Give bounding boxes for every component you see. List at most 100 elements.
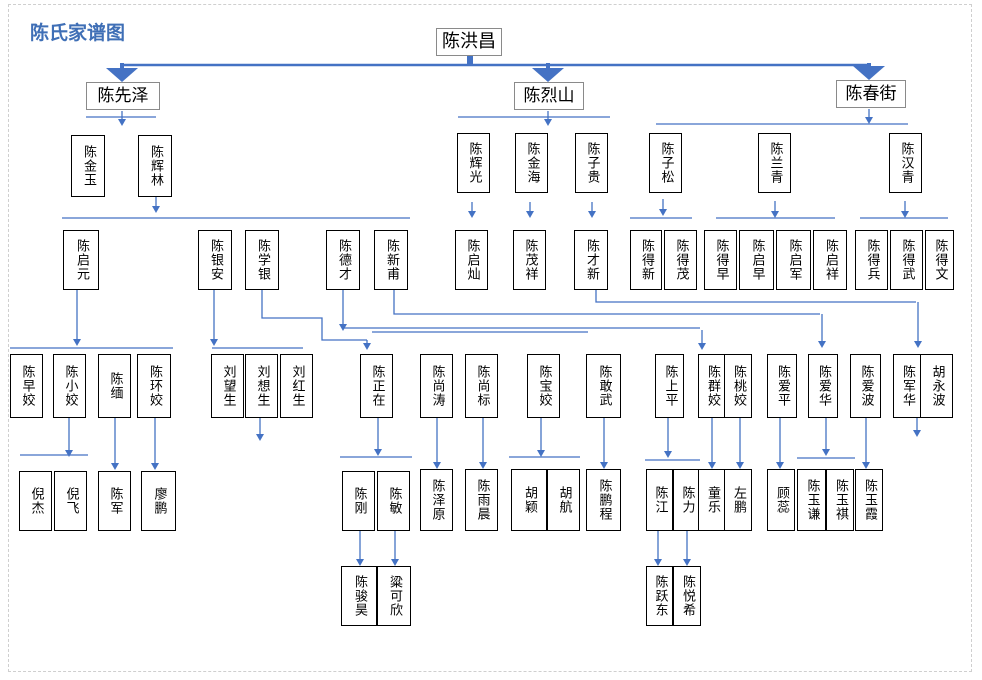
arrowhead xyxy=(600,462,608,469)
person-lieshan[interactable]: 陈烈山 xyxy=(514,82,584,110)
person-huiguang[interactable]: 陈辉光 xyxy=(457,133,490,193)
person-huanjiao[interactable]: 陈环姣 xyxy=(137,354,171,418)
arrowhead xyxy=(862,462,870,469)
person-tongle[interactable]: 童乐 xyxy=(698,469,726,531)
arrowhead xyxy=(391,559,399,566)
arrowhead xyxy=(913,430,921,437)
arrowhead xyxy=(111,463,119,470)
person-zisong[interactable]: 陈子松 xyxy=(649,133,682,193)
person-hongchang[interactable]: 陈洪昌 xyxy=(436,28,502,56)
connector-line xyxy=(393,290,820,315)
person-huhang[interactable]: 胡航 xyxy=(547,469,580,531)
person-huilin[interactable]: 陈辉林 xyxy=(138,135,172,197)
person-debing[interactable]: 陈得兵 xyxy=(855,230,888,290)
person-qican[interactable]: 陈启灿 xyxy=(455,230,488,290)
person-dewen[interactable]: 陈得文 xyxy=(925,230,954,290)
arrowhead xyxy=(73,339,81,346)
person-junhua[interactable]: 陈军华 xyxy=(893,354,921,418)
person-maoxiang[interactable]: 陈茂祥 xyxy=(513,230,546,290)
person-huyongbo[interactable]: 胡永波 xyxy=(920,354,953,418)
arrowhead xyxy=(374,449,382,456)
big-arrowhead xyxy=(106,68,138,82)
person-mian[interactable]: 陈缅 xyxy=(98,354,131,418)
arrowhead xyxy=(914,341,922,348)
person-liangkexin[interactable]: 粱可欣 xyxy=(377,566,411,626)
big-arrowhead xyxy=(532,68,564,82)
person-liaopeng[interactable]: 廖鹏 xyxy=(141,471,176,531)
person-qijun[interactable]: 陈启军 xyxy=(776,230,811,290)
person-yuxia[interactable]: 陈玉霞 xyxy=(855,469,883,531)
person-gang[interactable]: 陈刚 xyxy=(342,471,375,531)
person-guruo[interactable]: 顾蕊 xyxy=(767,469,795,531)
person-chunjie[interactable]: 陈春街 xyxy=(836,80,906,108)
person-baojiao[interactable]: 陈宝姣 xyxy=(527,354,560,418)
person-shangbiao[interactable]: 陈尚标 xyxy=(465,354,498,418)
person-huying[interactable]: 胡颖 xyxy=(511,469,547,531)
person-zuopeng[interactable]: 左鹏 xyxy=(724,469,752,531)
person-aiping[interactable]: 陈爱平 xyxy=(767,354,797,418)
arrowhead xyxy=(479,462,487,469)
person-qizao[interactable]: 陈启早 xyxy=(739,230,774,290)
person-dexin[interactable]: 陈得新 xyxy=(630,230,662,290)
arrowhead xyxy=(152,206,160,213)
arrowhead xyxy=(776,462,784,469)
person-xianze[interactable]: 陈先泽 xyxy=(86,82,160,110)
person-aihua[interactable]: 陈爱华 xyxy=(808,354,838,418)
person-yuexi[interactable]: 陈悦希 xyxy=(673,566,701,626)
arrowhead xyxy=(356,559,364,566)
person-liuxiangsheng[interactable]: 刘想生 xyxy=(245,354,278,418)
person-nifei[interactable]: 倪飞 xyxy=(54,471,87,531)
person-liuhongsheng[interactable]: 刘红生 xyxy=(280,354,313,418)
person-ganwu[interactable]: 陈敢武 xyxy=(586,354,621,418)
arrowhead xyxy=(544,119,552,126)
arrowhead xyxy=(822,449,830,456)
arrowhead xyxy=(588,211,596,218)
person-shangping[interactable]: 陈上平 xyxy=(655,354,684,418)
person-lanqing[interactable]: 陈兰青 xyxy=(758,133,791,193)
connector-line xyxy=(595,290,916,303)
person-xueyin[interactable]: 陈学银 xyxy=(245,230,279,290)
person-xiaojiao[interactable]: 陈小姣 xyxy=(53,354,86,418)
person-zaojiao[interactable]: 陈早姣 xyxy=(10,354,43,418)
person-jinhai[interactable]: 陈金海 xyxy=(515,133,548,193)
person-dewu[interactable]: 陈得武 xyxy=(890,230,923,290)
person-shangtao[interactable]: 陈尚涛 xyxy=(420,354,453,418)
person-xinfu[interactable]: 陈新甫 xyxy=(374,230,408,290)
arrowhead xyxy=(363,343,371,350)
person-junhao[interactable]: 陈骏昊 xyxy=(341,566,377,626)
person-nijie[interactable]: 倪杰 xyxy=(19,471,52,531)
person-dezao[interactable]: 陈得早 xyxy=(704,230,737,290)
big-arrowhead xyxy=(853,66,885,80)
person-qixiang[interactable]: 陈启祥 xyxy=(813,230,847,290)
person-yuedong[interactable]: 陈跃东 xyxy=(646,566,673,626)
arrowhead xyxy=(818,341,826,348)
person-yuchen[interactable]: 陈雨晨 xyxy=(465,469,498,531)
person-zeyuan[interactable]: 陈泽原 xyxy=(420,469,453,531)
person-jiang[interactable]: 陈江 xyxy=(646,469,673,531)
arrowhead xyxy=(210,339,218,346)
person-taojiao[interactable]: 陈桃姣 xyxy=(724,354,752,418)
person-jinyu[interactable]: 陈金玉 xyxy=(71,135,105,197)
person-caixin[interactable]: 陈才新 xyxy=(574,230,608,290)
person-qiyuan[interactable]: 陈启元 xyxy=(63,230,99,290)
person-qunjiao[interactable]: 陈群姣 xyxy=(698,354,726,418)
person-jun[interactable]: 陈军 xyxy=(98,471,131,531)
person-zigui[interactable]: 陈子贵 xyxy=(575,133,608,193)
person-yuqian[interactable]: 陈玉谦 xyxy=(797,469,826,531)
arrowhead xyxy=(65,450,73,457)
arrowhead xyxy=(151,463,159,470)
person-demao[interactable]: 陈得茂 xyxy=(664,230,697,290)
person-liuwangsheng[interactable]: 刘望生 xyxy=(211,354,244,418)
person-aibo[interactable]: 陈爱波 xyxy=(850,354,881,418)
person-zhengzai[interactable]: 陈正在 xyxy=(360,354,393,418)
person-yuqi[interactable]: 陈玉祺 xyxy=(826,469,854,531)
person-hanqing[interactable]: 陈汉青 xyxy=(889,133,922,193)
person-min[interactable]: 陈敏 xyxy=(377,471,410,531)
canvas-frame xyxy=(8,4,972,672)
person-pengcheng[interactable]: 陈鹏程 xyxy=(586,469,621,531)
person-yinan[interactable]: 陈银安 xyxy=(198,230,232,290)
person-li[interactable]: 陈力 xyxy=(673,469,700,531)
person-decai[interactable]: 陈德才 xyxy=(326,230,360,290)
arrowhead xyxy=(654,559,662,566)
